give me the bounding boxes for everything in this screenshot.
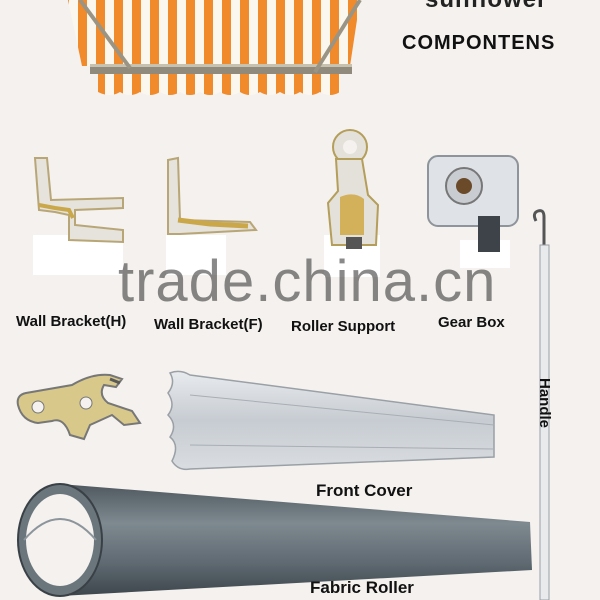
front-cover-label: Front Cover xyxy=(316,481,413,500)
wall-bracket-f-image xyxy=(166,156,258,275)
end-cap-profile-image xyxy=(16,373,142,441)
gear-box-label: Gear Box xyxy=(438,314,505,331)
wall-bracket-f-label: Wall Bracket(F) xyxy=(154,316,263,333)
wall-bracket-h-label: Wall Bracket(H) xyxy=(16,313,127,330)
watermark-text: trade.china.cn xyxy=(118,249,497,314)
gear-box-image xyxy=(427,155,519,268)
roller-support-label: Roller Support xyxy=(291,318,396,335)
handle-label: Handle xyxy=(536,378,553,429)
fabric-roller-label: Fabric Roller xyxy=(310,578,414,597)
fabric-roller-image xyxy=(17,483,532,597)
page-title: COMPONTENS xyxy=(402,32,556,54)
wall-bracket-h-image xyxy=(33,157,124,275)
roller-support-image xyxy=(324,129,380,277)
front-cover-image xyxy=(166,370,495,471)
handle-image xyxy=(532,209,550,600)
awning-image xyxy=(68,0,362,95)
brand-name: sunflower xyxy=(425,0,547,14)
